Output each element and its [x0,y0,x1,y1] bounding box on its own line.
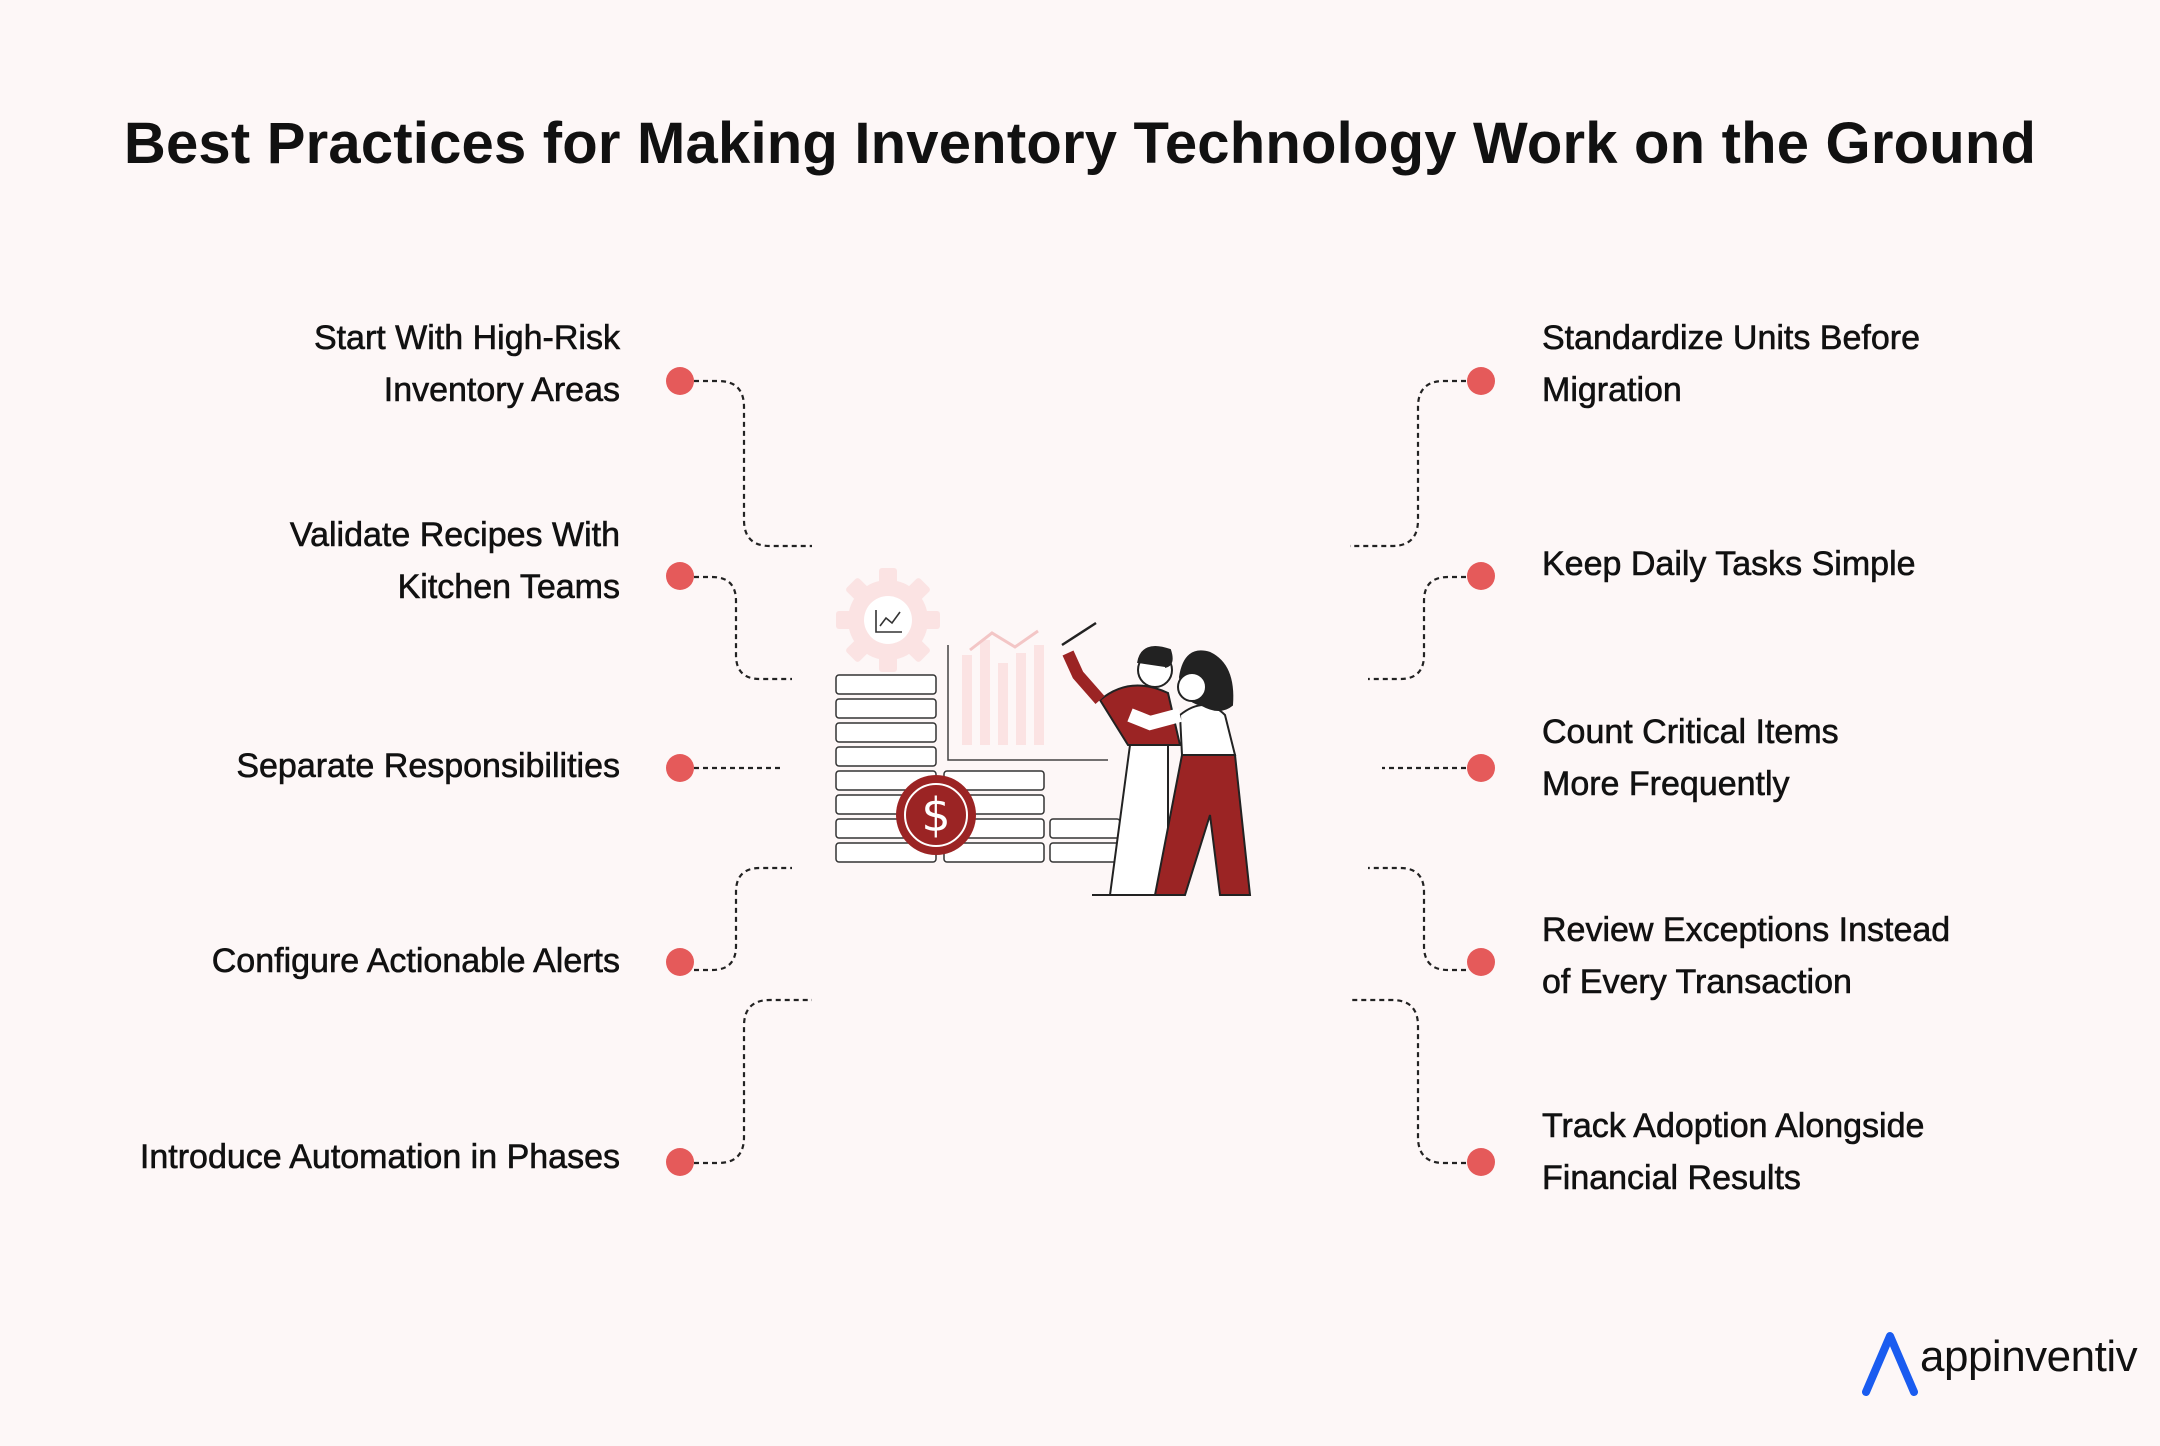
bullet-dot-right-5 [1467,1148,1495,1176]
bullet-dot-right-2 [1467,562,1495,590]
item-line: Configure Actionable Alerts [211,942,620,981]
item-line: Count Critical Items [1542,713,1839,752]
item-line: Migration [1542,371,1682,410]
item-line: Keep Daily Tasks Simple [1542,545,1916,584]
bullet-dot-left-2 [666,562,694,590]
item-line: Inventory Areas [383,371,620,410]
connector-left-1 [694,379,812,548]
connector-right-5 [1350,998,1466,1165]
connector-left-4 [694,866,792,972]
brand-name: appinventiv [1920,1332,2138,1381]
item-line: More Frequently [1542,765,1790,804]
practice-item-right-5: Track Adoption Alongside Financial Resul… [1542,1100,1925,1204]
bullet-dot-left-3 [666,754,694,782]
practice-item-left-4: Configure Actionable Alerts [211,935,620,987]
connector-left-2 [694,575,792,681]
practice-item-left-3: Separate Responsibilities [236,740,620,792]
item-line: Start With High-Risk [313,319,621,358]
inventory-team-illustration: $ [835,568,1252,896]
item-line: Validate Recipes With [289,516,621,555]
svg-text:$: $ [921,788,950,842]
dollar-coin-icon: $ [896,775,976,855]
practice-item-right-4: Review Exceptions Instead of Every Trans… [1542,904,1951,1008]
bar-chart-icon [962,629,1044,745]
practice-item-right-2: Keep Daily Tasks Simple [1542,538,1916,590]
item-line: Separate Responsibilities [236,747,620,786]
appinventiv-logo-icon [1862,1332,1918,1396]
woman-figure [1127,650,1252,896]
practice-item-left-2: Validate Recipes With Kitchen Teams [289,509,621,613]
bullet-dot-left-1 [666,367,694,395]
bullet-dot-left-4 [666,948,694,976]
bullet-dot-left-5 [666,1148,694,1176]
item-line: Track Adoption Alongside [1542,1107,1925,1146]
bullet-dot-right-4 [1467,948,1495,976]
connector-right-4 [1368,866,1466,972]
practice-item-right-3: Count Critical Items More Frequently [1542,706,1839,810]
bullet-dot-right-3 [1467,754,1495,782]
item-line: of Every Transaction [1542,963,1853,1002]
practice-item-left-5: Introduce Automation in Phases [139,1131,621,1183]
item-line: Introduce Automation in Phases [139,1138,621,1177]
page-title: Best Practices for Making Inventory Tech… [123,111,2037,176]
item-line: Kitchen Teams [397,568,620,607]
item-line: Standardize Units Before [1542,319,1921,358]
practice-item-right-1: Standardize Units Before Migration [1542,312,1921,416]
item-line: Financial Results [1542,1159,1801,1198]
gear-chart-icon [836,568,940,672]
connector-left-5 [694,998,812,1165]
practice-item-left-1: Start With High-Risk Inventory Areas [313,312,621,416]
item-line: Review Exceptions Instead [1542,911,1951,950]
bullet-dot-right-1 [1467,367,1495,395]
connector-right-2 [1368,575,1466,681]
connector-right-1 [1350,379,1466,548]
